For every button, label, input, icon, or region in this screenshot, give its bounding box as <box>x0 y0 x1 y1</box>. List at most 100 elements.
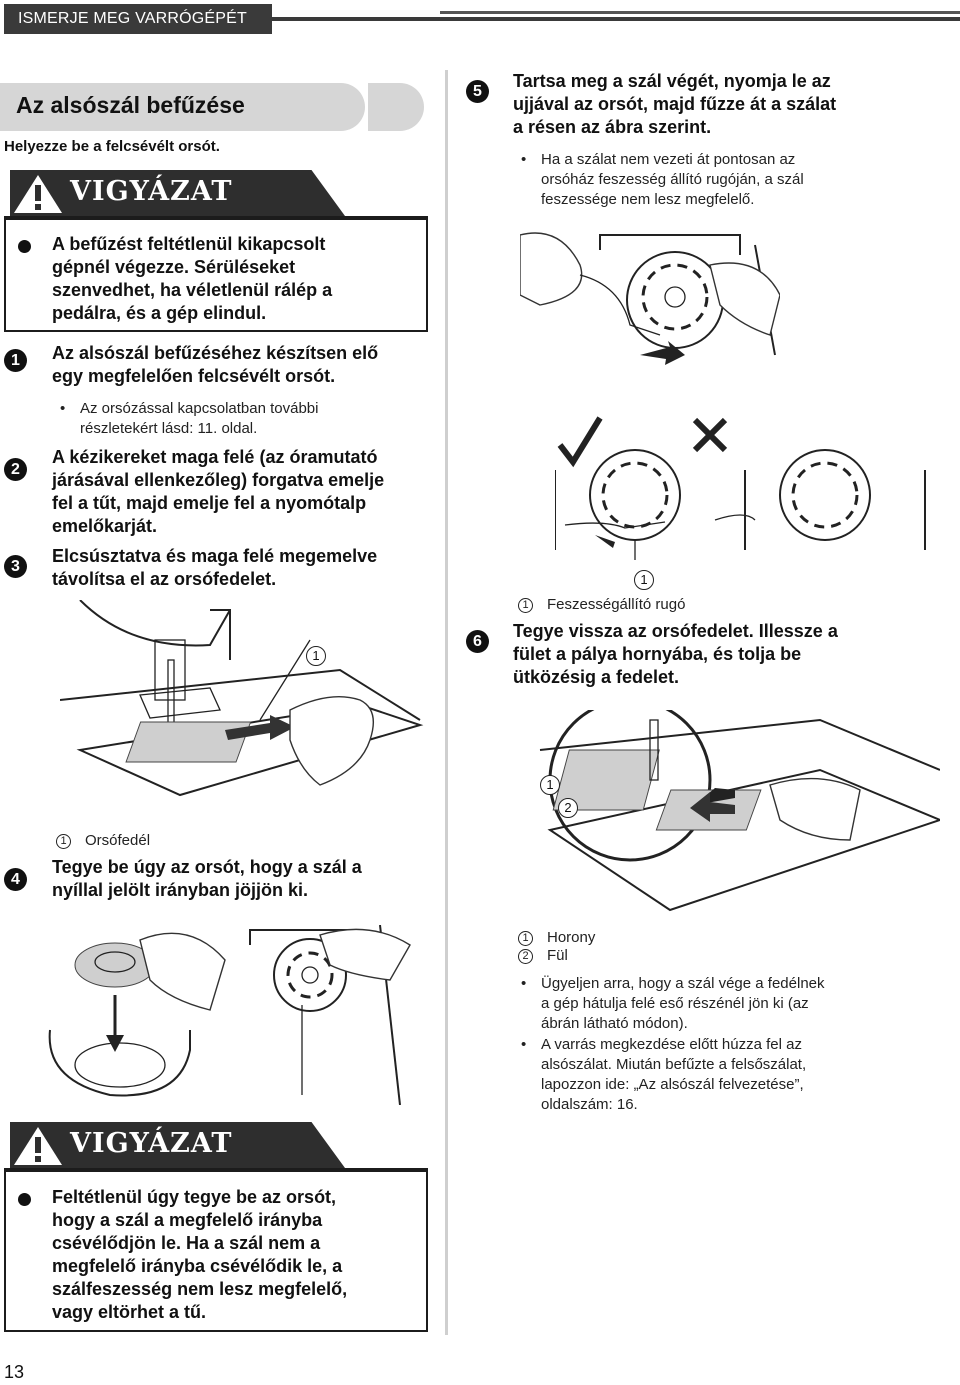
warning-line: gépnél végezze. Sérüléseket <box>52 257 296 277</box>
section-intro: Helyezze be a felcsévélt orsót. <box>4 138 220 155</box>
note-line: Az orsózással kapcsolatban további <box>80 400 319 417</box>
warning-text: Feltétlenül úgy tegye be az orsót, hogy … <box>52 1186 347 1324</box>
warning-box: A befűzést feltétlenül kikapcsolt gépnél… <box>4 216 428 332</box>
step-line: Az alsószál befűzéséhez készítsen elő <box>52 343 379 363</box>
step-line: a résen az ábra szerint. <box>513 117 712 137</box>
callout-marker-1: 1 <box>306 646 326 666</box>
warning-header-2: VIGYÁZAT <box>0 1122 345 1168</box>
step-line: fület a pálya hornyába, és tolja be <box>513 644 802 664</box>
section-title: Az alsószál befűzése <box>0 83 365 131</box>
bobbin-cover-removal-illustration <box>60 600 424 797</box>
callout-text: Horony <box>547 929 596 946</box>
warning-line: vagy eltörhet a tű. <box>52 1302 207 1322</box>
step-line: Tartsa meg a szál végét, nyomja le az <box>513 71 831 91</box>
note-line: feszessége nem lesz megfelelő. <box>541 191 755 208</box>
callout-text: Fül <box>547 947 568 964</box>
callout-text: Orsófedél <box>85 832 151 849</box>
bullet-dot <box>18 1193 31 1206</box>
step-2-text: A kézikereket maga felé (az óramutató já… <box>52 446 384 538</box>
warning-box-2: Feltétlenül úgy tegye be az orsót, hogy … <box>4 1168 428 1332</box>
warning-banner <box>10 1122 345 1168</box>
note-line: orsóház feszesség állító rugóján, a szál <box>541 171 804 188</box>
step-line: távolítsa el az orsófedelet. <box>52 569 277 589</box>
cover-replace-illustration <box>539 710 940 912</box>
warning-line: A befűzést feltétlenül kikapcsolt <box>52 234 326 254</box>
note-line: oldalszám: 16. <box>541 1096 638 1113</box>
bullet-dot <box>18 240 31 253</box>
warning-line: Feltétlenül úgy tegye be az orsót, <box>52 1187 337 1207</box>
bobbin-seated-illustration <box>249 925 411 1105</box>
warning-icon <box>14 1127 62 1165</box>
step-line: A kézikereket maga felé (az óramutató <box>52 447 378 467</box>
warning-line: hogy a szál a megfelelő irányba <box>52 1210 323 1230</box>
warning-label: VIGYÁZAT <box>70 1128 233 1159</box>
chapter-tab: ISMERJE MEG VARRÓGÉPÉT <box>4 4 272 34</box>
step-3-number: 3 <box>4 555 27 578</box>
note-line: ábrán látható módon). <box>541 1015 688 1032</box>
step-5-number: 5 <box>466 80 489 103</box>
step-5-text: Tartsa meg a szál végét, nyomja le az uj… <box>513 70 836 139</box>
header-rule <box>272 17 960 21</box>
header-rule-top <box>440 11 960 14</box>
callout-tab: 2 Fül <box>518 947 568 965</box>
step-line: Tegye vissza az orsófedelet. Illessze a <box>513 621 838 641</box>
warning-label: VIGYÁZAT <box>70 176 233 207</box>
step-line: Elcsúsztatva és maga felé megemelve <box>52 546 378 566</box>
note-line: részletekért lásd: 11. oldal. <box>80 420 258 437</box>
warning-line: szenvedhet, ha véletlenül rálép a <box>52 280 333 300</box>
callout-marker-1: 1 <box>634 570 654 590</box>
warning-line: megfelelő irányba csévélődik le, a <box>52 1256 343 1276</box>
warning-header: VIGYÁZAT <box>0 170 345 216</box>
column-divider <box>445 70 448 1335</box>
note-line: Ügyeljen arra, hogy a szál vége a fedéln… <box>541 975 825 992</box>
warning-line: szálfeszesség nem lesz megfelelő, <box>52 1279 348 1299</box>
step-2-number: 2 <box>4 458 27 481</box>
callout-text: Feszességállító rugó <box>547 596 686 613</box>
check-icon <box>557 416 603 468</box>
step-line: ujjával az orsót, majd fűzze át a szálat <box>513 94 837 114</box>
note-line: A varrás megkezdése előtt húzza fel az <box>541 1036 802 1053</box>
warning-banner <box>10 170 345 216</box>
step-line: ütközésig a fedelet. <box>513 667 680 687</box>
step-6-text: Tegye vissza az orsófedelet. Illessze a … <box>513 620 838 689</box>
step-line: nyíllal jelölt irányban jöjjön ki. <box>52 880 309 900</box>
callout-tension-spring: 1 Feszességállító rugó <box>518 596 685 614</box>
step-line: járásával ellenkezőleg) forgatva emelje <box>52 470 385 490</box>
step-3-text: Elcsúsztatva és maga felé megemelve távo… <box>52 545 377 591</box>
callout-number: 2 <box>518 949 533 964</box>
section-title-tab <box>368 83 424 131</box>
warning-icon <box>14 175 62 213</box>
page-number: 13 <box>4 1362 25 1382</box>
step-4-text: Tegye be úgy az orsót, hogy a szál a nyí… <box>52 856 362 902</box>
step-6-note-1: Ügyeljen arra, hogy a szál vége a fedéln… <box>521 974 825 1034</box>
note-line: lapozzon ide: „Az alsószál felvezetése”, <box>541 1076 804 1093</box>
step-line: emelőkarját. <box>52 516 158 536</box>
step-4-number: 4 <box>4 868 27 891</box>
note-line: alsószálat. Miután befűzte a felsőszálat… <box>541 1056 807 1073</box>
note-line: Ha a szálat nem vezeti át pontosan az <box>541 151 796 168</box>
warning-line: pedálra, és a gép elindul. <box>52 303 267 323</box>
callout-number: 1 <box>56 834 71 849</box>
step-line: Tegye be úgy az orsót, hogy a szál a <box>52 857 362 877</box>
callout-number: 1 <box>518 598 533 613</box>
warning-text: A befűzést feltétlenül kikapcsolt gépnél… <box>52 233 332 325</box>
step-1-text: Az alsószál befűzéséhez készítsen elő eg… <box>52 342 378 388</box>
callout-marker-2: 2 <box>558 798 578 818</box>
warning-line: csévélődjön le. Ha a szál nem a <box>52 1233 321 1253</box>
note-line: a gép hátulja felé eső részénél jön ki (… <box>541 995 809 1012</box>
page-header: ISMERJE MEG VARRÓGÉPÉT <box>0 4 960 34</box>
callout-bobbin-cover: 1 Orsófedél <box>56 832 150 850</box>
step-line: egy megfelelően felcsévélt orsót. <box>52 366 336 386</box>
callout-number: 1 <box>518 931 533 946</box>
section-title-text: Az alsószál befűzése <box>16 92 245 118</box>
thread-slot-illustration <box>520 232 780 365</box>
cross-icon <box>692 417 728 453</box>
step-6-note-2: A varrás megkezdése előtt húzza fel az a… <box>521 1035 807 1115</box>
step-5-note: Ha a szálat nem vezeti át pontosan az or… <box>521 150 804 210</box>
callout-groove: 1 Horony <box>518 929 595 947</box>
step-1-number: 1 <box>4 349 27 372</box>
step-line: fel a tűt, majd emelje fel a nyomótalp <box>52 493 367 513</box>
step-6-number: 6 <box>466 630 489 653</box>
correct-incorrect-comparison <box>555 416 926 560</box>
bobbin-insert-illustration <box>48 932 226 1097</box>
